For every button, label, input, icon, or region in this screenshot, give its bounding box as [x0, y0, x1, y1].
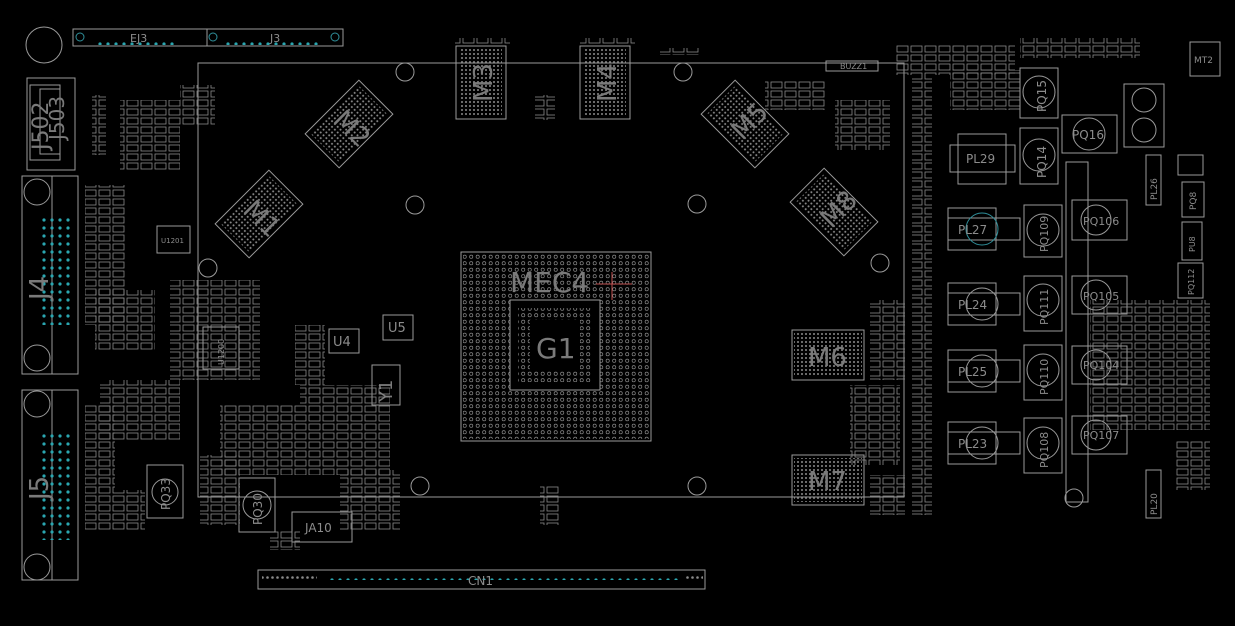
memory-m6: M6 — [791, 329, 865, 381]
u1200-label: U1200 — [217, 339, 226, 365]
center-left-components: U4 U5 Y1 PQ30 JA10 — [220, 314, 414, 543]
scattered-small-parts — [200, 38, 905, 550]
pl25-label: PL25 — [958, 365, 987, 379]
pq14-label: PQ14 — [1035, 146, 1049, 178]
memory-m4: M4 — [579, 45, 631, 120]
j4-label: J4 — [25, 276, 55, 302]
pu8-label: PU8 — [1188, 236, 1197, 252]
pq106-label: PQ106 — [1083, 215, 1119, 228]
left-small-components: U1201 U1200 PQ33 — [85, 85, 260, 530]
u5-label: U5 — [388, 321, 406, 336]
cn1-label: CN1 — [468, 574, 493, 588]
pq8-label: PQ8 — [1189, 191, 1199, 210]
m6-label: M6 — [808, 343, 847, 373]
buzzer-buzz1: BUZZ1 — [825, 60, 879, 72]
pl29-label: PL29 — [966, 152, 995, 166]
pl27-label: PL27 — [958, 223, 987, 237]
connector-cn1: CN1 — [257, 569, 706, 590]
memory-m3: M3 — [455, 45, 507, 120]
u4-label: U4 — [333, 335, 351, 350]
pq107-label: PQ107 — [1083, 429, 1119, 442]
pq30-label: PQ30 — [251, 493, 265, 525]
g1-label: G1 — [536, 332, 576, 365]
mt2-label: MT2 — [1194, 56, 1213, 66]
memory-m8: M8 — [789, 167, 879, 257]
pq108-label: PQ108 — [1038, 432, 1051, 468]
pl23-label: PL23 — [958, 437, 987, 451]
j502-label: J502 — [29, 102, 54, 152]
connector-ej3-j3: EJ3 J3 — [72, 28, 344, 47]
pq16-label: PQ16 — [1072, 128, 1104, 142]
m7-label: M7 — [808, 467, 847, 497]
memory-m7: M7 — [791, 454, 865, 506]
pq112-label: PQ112 — [1187, 269, 1196, 295]
pq111-label: PQ111 — [1038, 289, 1051, 325]
pl26-label: PL26 — [1150, 178, 1160, 200]
m4-label: M4 — [593, 63, 623, 102]
ja10-label: JA10 — [304, 521, 332, 535]
pq33-label: PQ33 — [159, 478, 173, 510]
u1201-label: U1201 — [161, 237, 184, 245]
pq110-label: PQ110 — [1038, 359, 1051, 395]
buzz1-label: BUZZ1 — [840, 62, 867, 71]
j503-label: J503 — [45, 96, 69, 142]
pl20-label: PL20 — [1150, 493, 1160, 515]
pq109-label: PQ109 — [1038, 216, 1051, 252]
ej3-label: EJ3 — [130, 32, 147, 45]
pq105-label: PQ105 — [1083, 290, 1119, 303]
connector-j5: J5 — [21, 389, 79, 581]
gpu-bga-g1: MEC4 G1 — [460, 251, 652, 442]
connector-j502-j503: J502 J503 — [26, 77, 106, 171]
memory-m2: M2 — [304, 79, 394, 169]
m3-label: M3 — [469, 63, 499, 102]
memory-m5: M5 — [700, 79, 790, 169]
memory-m1: M1 — [214, 169, 304, 259]
right-power-section: MT2 PQ15 PQ14 PQ16 PL29 PL26 PQ8 PU8 PQ1… — [895, 38, 1221, 519]
mounting-holes — [25, 26, 1084, 508]
pl24-label: PL24 — [958, 298, 987, 312]
pq15-label: PQ15 — [1035, 80, 1049, 112]
j5-label: J5 — [25, 476, 55, 502]
mec-label: MEC4 — [510, 266, 589, 299]
connector-j4: J4 — [21, 175, 79, 375]
j3-label: J3 — [269, 32, 280, 45]
